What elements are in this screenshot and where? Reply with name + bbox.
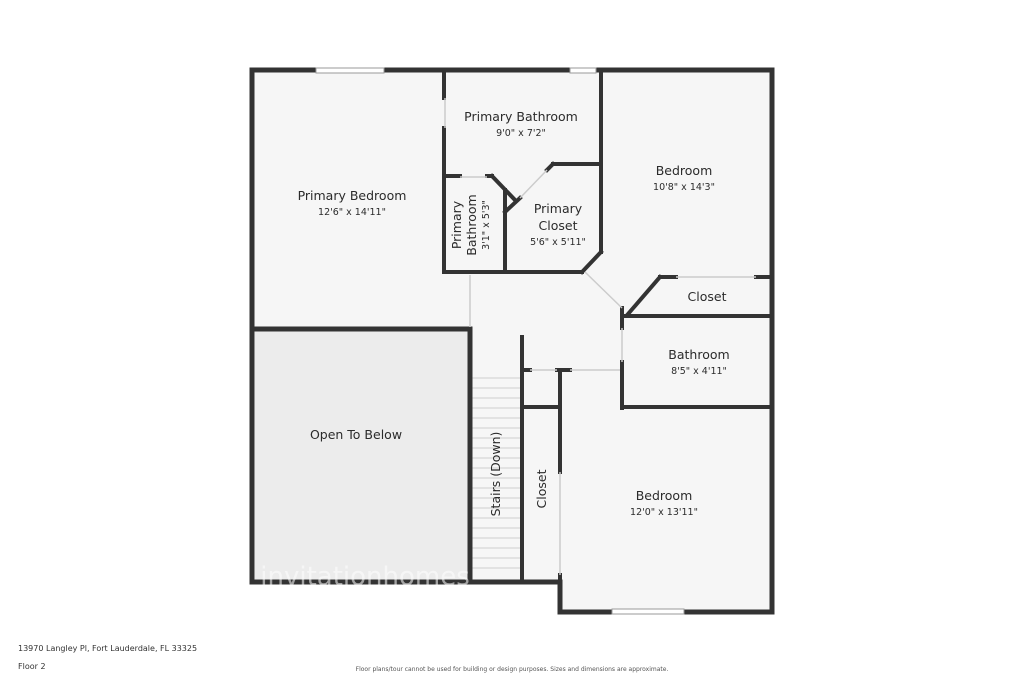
stair-treads	[472, 377, 521, 569]
bedroom-top-right-dims: 10'8" x 14'3"	[653, 182, 715, 193]
room-floors	[252, 70, 772, 612]
floor-label: Floor 2	[18, 662, 46, 671]
open-to-below-name: Open To Below	[310, 427, 402, 442]
property-address: 13970 Langley Pl, Fort Lauderdale, FL 33…	[18, 644, 198, 653]
watermark: invitationhomes	[260, 562, 470, 592]
bathroom-dims: 8'5" x 4'11"	[671, 366, 727, 377]
primary-bathroom-small-line1: Primary	[449, 200, 464, 249]
primary-closet-line1: Primary	[534, 201, 583, 216]
primary-bathroom-name: Primary Bathroom	[464, 109, 578, 124]
primary-bathroom-dims: 9'0" x 7'2"	[496, 128, 546, 139]
disclaimer: Floor plans/tour cannot be used for buil…	[355, 666, 669, 673]
primary-closet-dims: 5'6" x 5'11"	[530, 237, 586, 248]
primary-bathroom-small-label: Primary Bathroom 3'1" x 5'3"	[449, 194, 492, 255]
closet-middle-name: Closet	[534, 469, 549, 508]
room-labels: Primary Bedroom 12'6" x 14'11" Primary B…	[298, 109, 730, 518]
watermark-brand: invitationhomes	[260, 562, 470, 592]
primary-closet-line2: Closet	[539, 218, 578, 233]
window	[315, 67, 385, 74]
primary-bathroom-small-line2: Bathroom	[464, 194, 479, 255]
window	[569, 67, 597, 74]
primary-bedroom-name: Primary Bedroom	[298, 188, 407, 203]
bedroom-bottom-dims: 12'0" x 13'11"	[630, 507, 698, 518]
windows	[315, 67, 685, 615]
bedroom-bottom-name: Bedroom	[636, 488, 693, 503]
bedroom-top-right-name: Bedroom	[656, 163, 713, 178]
stairs-label: Stairs (Down)	[488, 432, 503, 517]
open-to-below-area	[255, 330, 469, 582]
openings	[444, 98, 756, 575]
closet-right-name: Closet	[688, 289, 727, 304]
primary-bedroom-dims: 12'6" x 14'11"	[318, 207, 386, 218]
primary-bathroom-small-dims: 3'1" x 5'3"	[481, 200, 492, 250]
bathroom-name: Bathroom	[668, 347, 729, 362]
window	[611, 608, 685, 615]
